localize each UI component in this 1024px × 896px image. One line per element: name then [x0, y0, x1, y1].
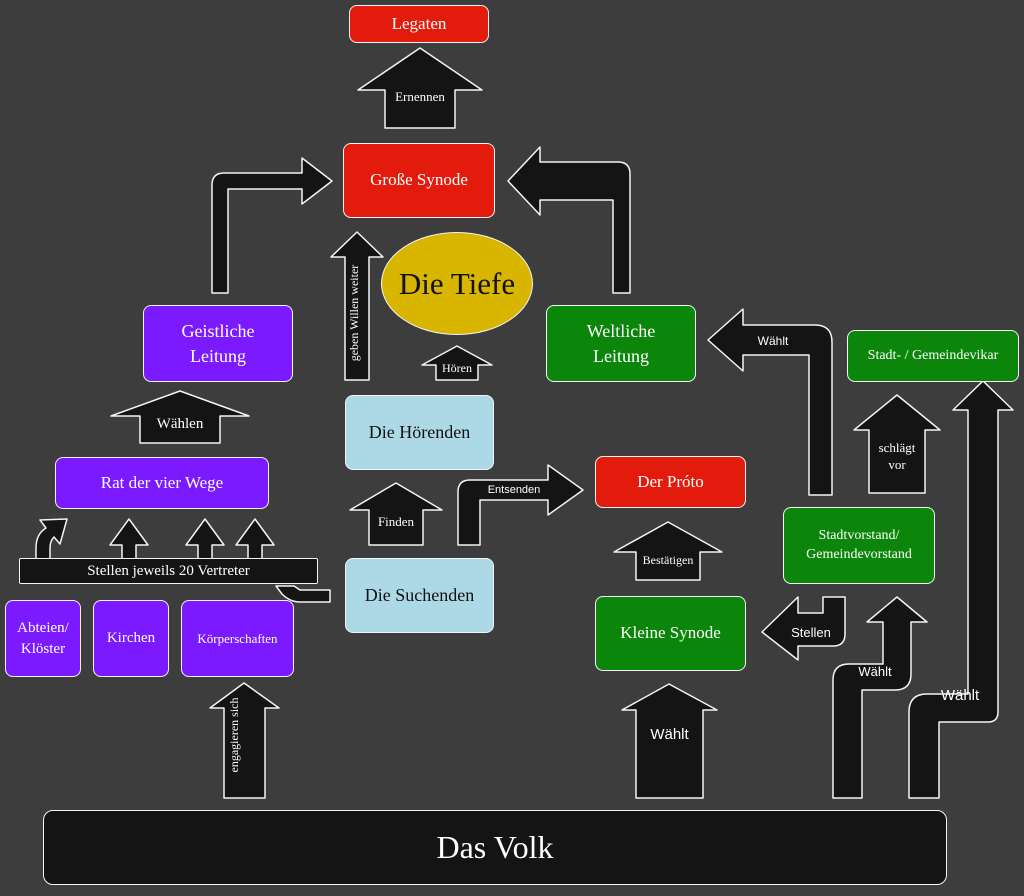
waehlt-stadtvorstand-label: Wählt	[858, 664, 892, 679]
entsenden-label: Entsenden	[487, 484, 541, 496]
grosse-synode-box: Große Synode	[343, 143, 495, 218]
der-proto-box: Der Próto	[595, 456, 746, 508]
waehlt-stadtvorstand-arrow	[832, 596, 928, 799]
engagieren-sich-arrow	[209, 682, 280, 799]
kirchen-box: Kirchen	[93, 600, 169, 677]
stellen-arrow	[761, 596, 846, 661]
ernennen-arrow	[357, 47, 483, 129]
weltliche-leitung-box: Weltliche Leitung	[546, 305, 696, 382]
waehlt-kleine-synode-arrow	[621, 683, 718, 799]
schlaegt-vor-label: schlägt vor	[878, 440, 916, 472]
entsenden-arrow	[457, 464, 584, 546]
suchenden-to-stellen-arrow	[275, 585, 331, 603]
hoeren-arrow	[421, 345, 493, 381]
legaten-label: Legaten	[391, 13, 447, 33]
stellen-arrow-1	[35, 518, 68, 563]
finden-arrow	[349, 482, 443, 546]
bestaetigen-arrow	[613, 521, 723, 581]
die-tiefe-ellipse: Die Tiefe	[381, 232, 533, 335]
abteien-box: Abteien/ Klöster	[5, 600, 81, 677]
waehlt-gemeindevikar-arrow	[908, 380, 1014, 799]
stellen-label: Stellen	[791, 625, 831, 640]
bestaetigen-label: Bestätigen	[642, 553, 694, 567]
stellen-arrow-3	[185, 518, 225, 563]
ernennen-label: Ernennen	[395, 89, 445, 104]
stadtvorstand-label: Stadtvorstand/ Gemeindevorstand	[806, 527, 912, 562]
schlaegt-vor-arrow	[853, 394, 941, 494]
waehlen-arrow	[110, 390, 250, 444]
geben-willen-weiter-arrow	[330, 231, 384, 381]
geistliche-to-synode-arrow	[211, 157, 333, 294]
legaten-box: Legaten	[349, 5, 489, 43]
kleine-synode-box: Kleine Synode	[595, 596, 746, 671]
waehlt-weltliche-arrow	[707, 308, 833, 496]
die-hoerenden-box: Die Hörenden	[345, 395, 494, 470]
gemeindevikar-label: Stadt- / Gemeindevikar	[867, 347, 999, 363]
geben-willen-weiter-label: geben Willen weiter	[347, 264, 361, 362]
engagieren-sich-label: engagieren sich	[227, 697, 241, 773]
waehlt-kleine-synode-label: Wählt	[650, 726, 689, 743]
die-suchenden-label: Die Suchenden	[364, 585, 475, 606]
weltliche-leitung-label: Weltliche Leitung	[586, 321, 656, 366]
koerperschaften-box: Körperschaften	[181, 600, 294, 677]
finden-label: Finden	[377, 514, 415, 529]
stellen-arrow-4	[235, 518, 275, 563]
geistliche-leitung-label: Geistliche Leitung	[181, 321, 255, 366]
waehlen-label: Wählen	[156, 416, 204, 432]
rat-der-vier-wege-box: Rat der vier Wege	[55, 457, 269, 509]
waehlt-gemeindevikar-label: Wählt	[940, 687, 980, 704]
die-hoerenden-label: Die Hörenden	[368, 422, 471, 443]
kleine-synode-label: Kleine Synode	[620, 623, 721, 643]
hoeren-label: Hören	[442, 361, 472, 375]
grosse-synode-label: Große Synode	[370, 170, 468, 190]
waehlt-weltliche-label: Wählt	[757, 334, 789, 348]
weltliche-to-synode-arrow	[507, 146, 631, 294]
abteien-label: Abteien/ Klöster	[17, 620, 69, 657]
kirchen-label: Kirchen	[106, 630, 156, 647]
stadtvorstand-box: Stadtvorstand/ Gemeindevorstand	[783, 507, 935, 584]
stellen-arrow-2	[109, 518, 149, 563]
stellen-vertreter-bar: Stellen jeweils 20 Vertreter	[19, 558, 318, 584]
der-proto-label: Der Próto	[637, 471, 704, 491]
die-suchenden-box: Die Suchenden	[345, 558, 494, 633]
das-volk-label: Das Volk	[436, 828, 554, 865]
koerperschaften-label: Körperschaften	[197, 630, 278, 646]
das-volk-box: Das Volk	[43, 810, 947, 885]
gemeindevikar-box: Stadt- / Gemeindevikar	[847, 330, 1019, 382]
stellen-vertreter-label: Stellen jeweils 20 Vertreter	[87, 562, 250, 579]
geistliche-leitung-box: Geistliche Leitung	[143, 305, 293, 382]
die-tiefe-label: Die Tiefe	[398, 265, 516, 301]
rat-der-vier-wege-label: Rat der vier Wege	[100, 472, 224, 492]
